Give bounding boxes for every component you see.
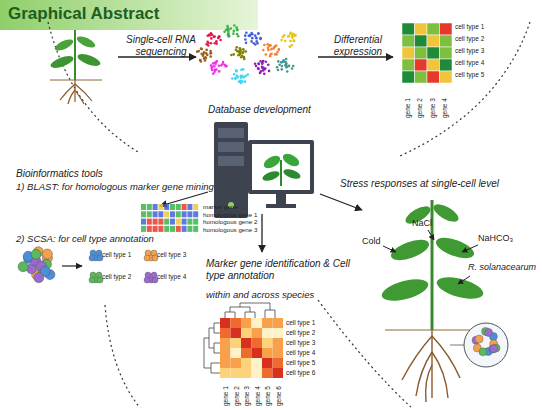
annotation-text: 1) BLAST: for homologous marker gene min… [16, 182, 214, 193]
small-label: cell type 6 [286, 369, 315, 376]
flow-arrow [318, 56, 393, 57]
small-label: cell type 4 [157, 273, 186, 280]
annotation-text: homologous gene 1 [203, 211, 257, 218]
annotation-text: 2) SCSA: for cell type annotation [16, 234, 154, 245]
cell-clusters [89, 250, 158, 283]
small-label: cell type 2 [286, 329, 315, 336]
small-label: cell type 1 [286, 319, 315, 326]
annotation-text: Cold [362, 236, 381, 246]
small-label: cell type 5 [455, 71, 484, 78]
small-label: marker gene [203, 203, 238, 210]
small-label: cell type 5 [286, 359, 315, 366]
annotation-text: Single-cell RNA sequencing [122, 34, 200, 57]
axis-label: gene 6 [275, 386, 282, 406]
axis-label: gene 2 [416, 98, 423, 118]
flow-arrow [320, 194, 362, 210]
axis-label: gene 3 [243, 386, 250, 406]
axis-label: gene 4 [254, 386, 261, 406]
annotation-text: Marker gene identification & Cell type a… [206, 258, 356, 281]
annotation-text: Stress responses at single-cell level [340, 178, 499, 190]
annotation-text: within and across species [206, 290, 314, 301]
small-label: cell type 3 [157, 251, 186, 258]
annotation-text: R. solanacearum [468, 262, 536, 272]
small-label: cell type 3 [286, 339, 315, 346]
stressed-plant [379, 200, 508, 402]
heatmap [220, 318, 283, 378]
dotted-arcs [48, 22, 530, 408]
small-label: cell type 1 [455, 23, 484, 30]
cell-mix [18, 247, 55, 283]
dendrogram [204, 303, 275, 373]
sequence-alignment [141, 204, 198, 232]
small-label: cell type 2 [102, 273, 131, 280]
axis-label: gene 1 [222, 386, 229, 406]
axis-label: gene 5 [264, 386, 271, 406]
title: Graphical Abstract [8, 4, 159, 24]
flow-arrow [62, 265, 82, 266]
axis-label: gene 3 [429, 98, 436, 118]
flow-arrow [160, 192, 208, 206]
small-label: cell type 4 [286, 349, 315, 356]
flow-arrow [261, 214, 262, 252]
axis-label: gene 4 [441, 98, 448, 118]
annotation-text: NaCl [412, 218, 432, 228]
annotation-text: Database development [208, 104, 311, 116]
root-cells [472, 327, 500, 355]
annotation-text: Differential expression [326, 34, 390, 57]
tsne-scatter [196, 24, 297, 84]
axis-label: gene 2 [233, 386, 240, 406]
heatmap [402, 23, 452, 83]
stress-arrows [383, 230, 478, 284]
title-band [0, 0, 258, 30]
small-label: cell type 2 [455, 35, 484, 42]
axis-label: gene 1 [404, 98, 411, 118]
small-label: cell type 4 [455, 59, 484, 66]
annotation-text: Bioinformatics tools [16, 168, 103, 180]
small-label: cell type 1 [102, 251, 131, 258]
plant-icon [49, 30, 102, 104]
annotation-text: NaHCO₃ [478, 233, 513, 243]
flow-arrow [118, 56, 196, 57]
annotation-text: homologous gene 2 [203, 218, 257, 225]
annotation-text: homologous gene 3 [203, 226, 257, 233]
small-label: cell type 3 [455, 47, 484, 54]
